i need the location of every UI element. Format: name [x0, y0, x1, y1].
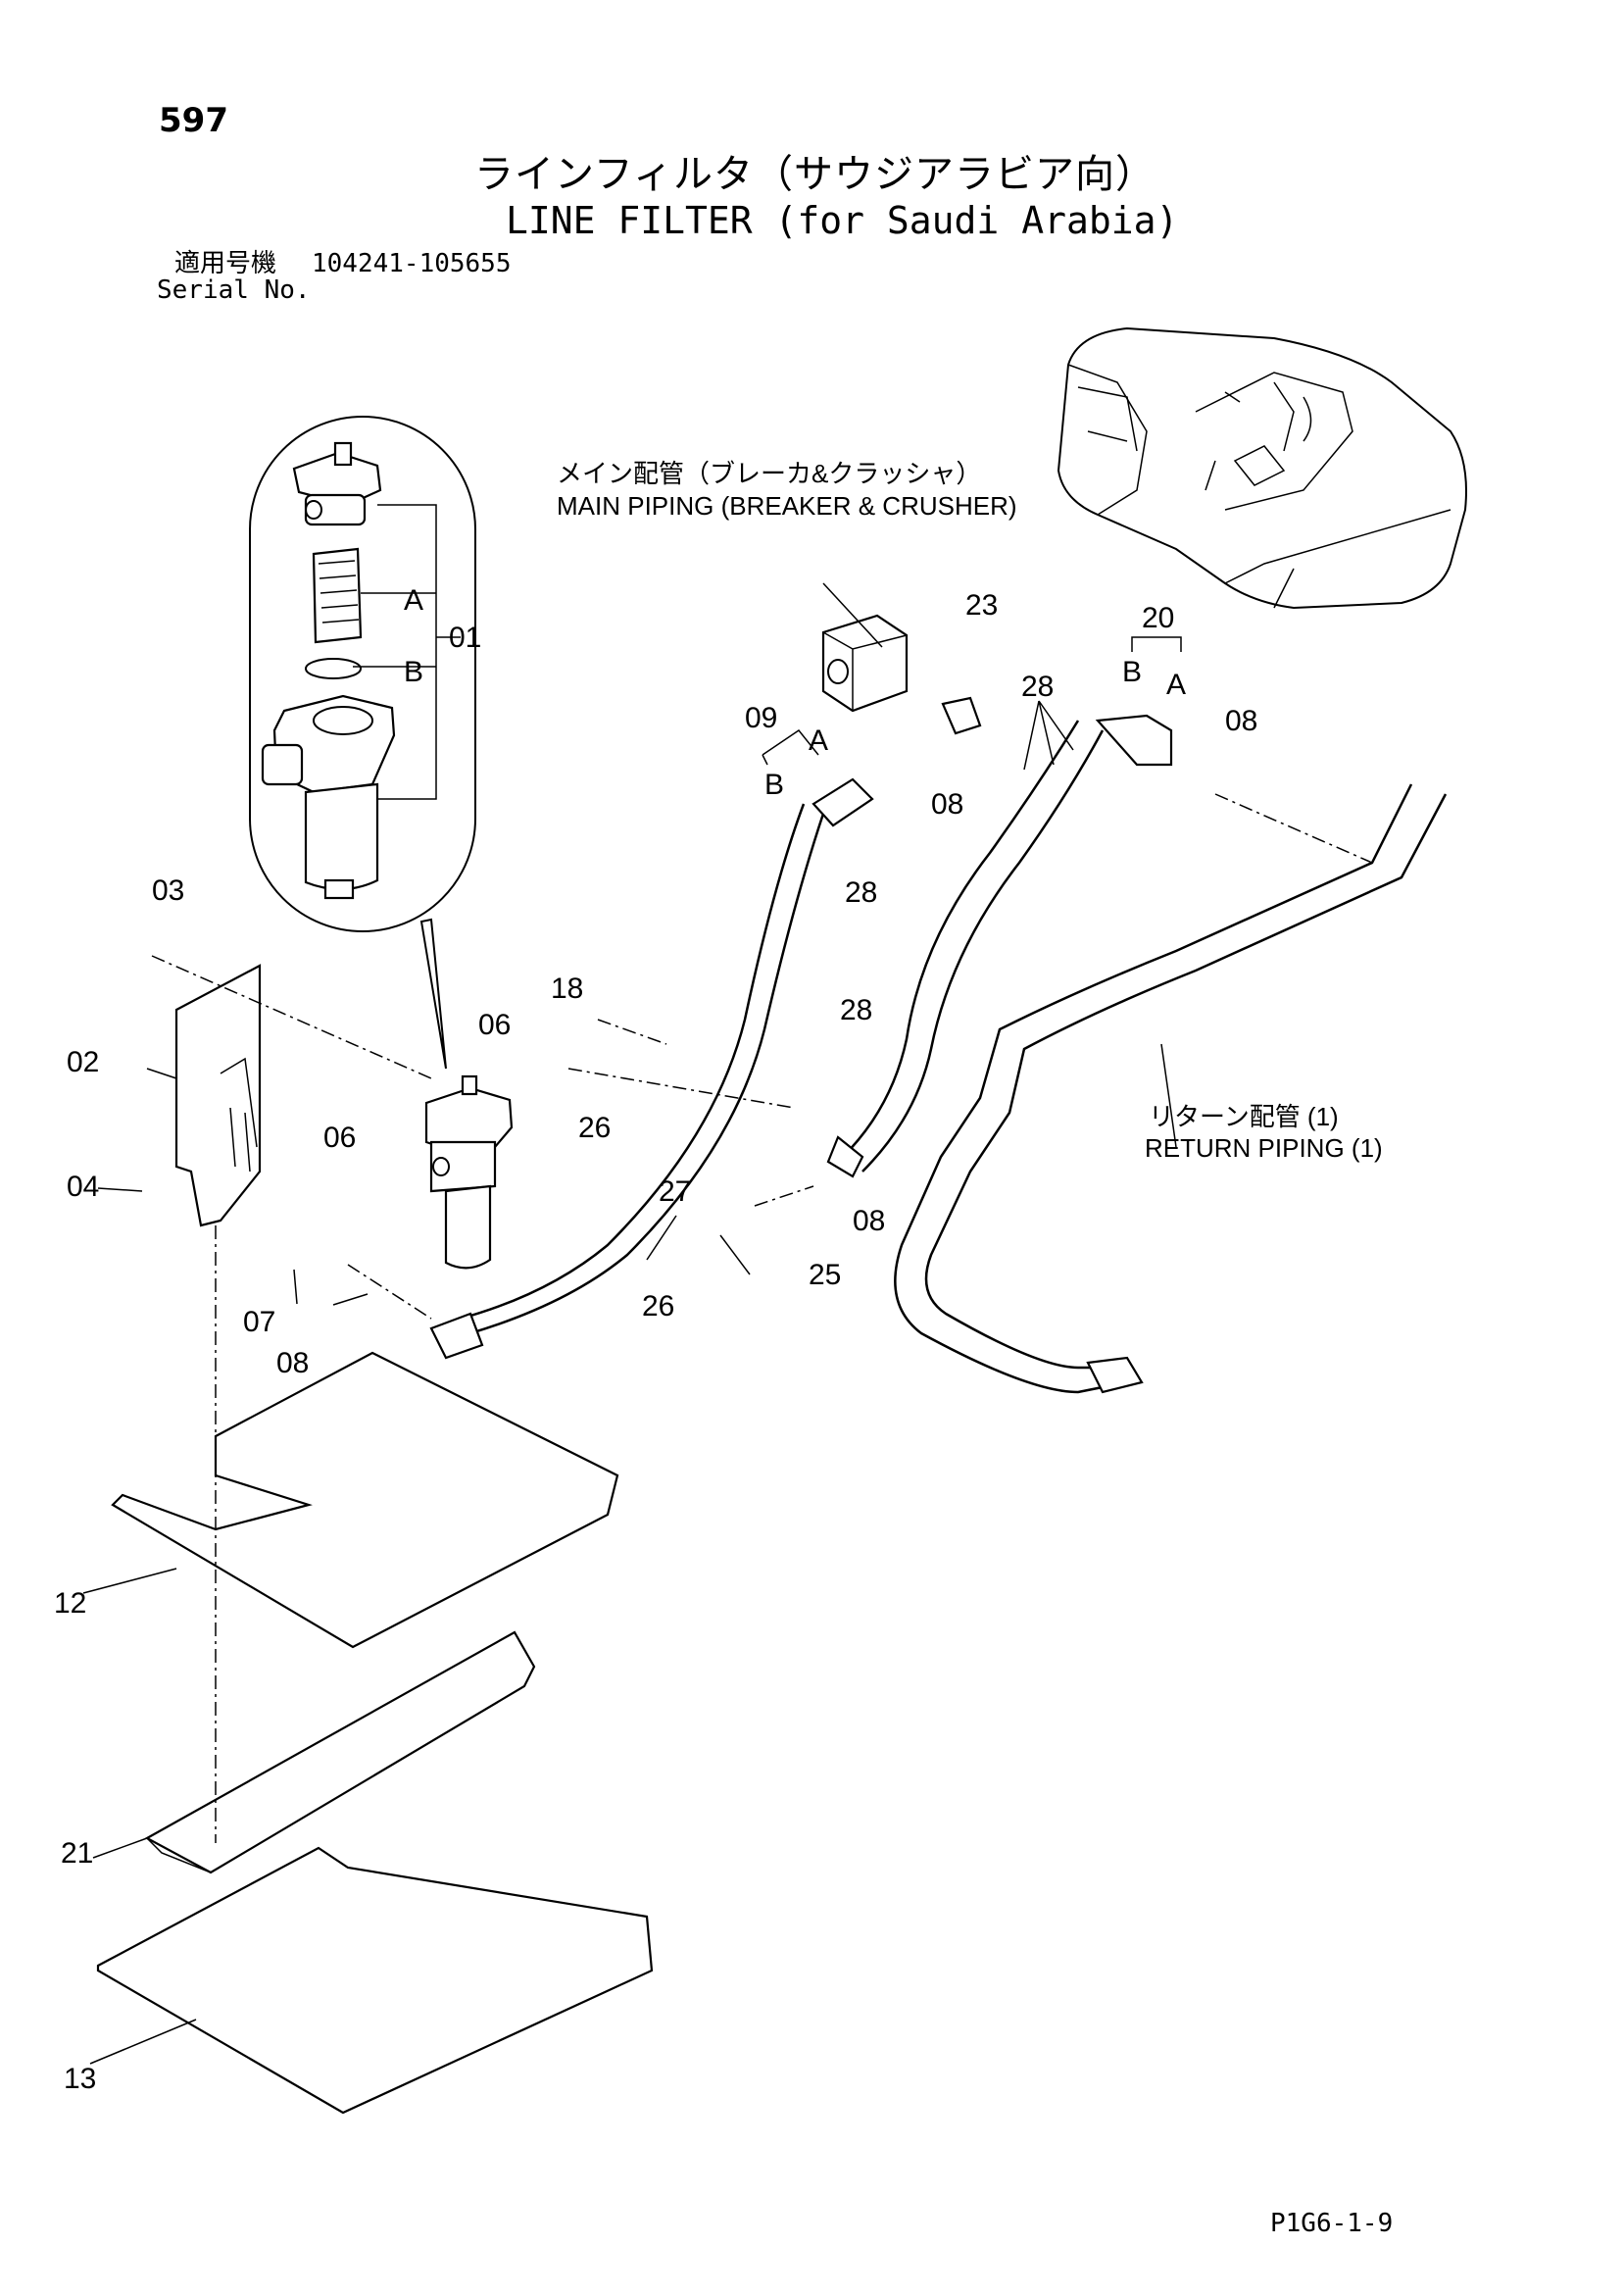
callout-18: 18	[551, 973, 583, 1005]
title-english: LINE FILTER (for Saudi Arabia)	[506, 199, 1179, 242]
callout-27: 27	[659, 1175, 691, 1208]
callout-01: 01	[449, 622, 481, 654]
callout-09: 09	[745, 702, 777, 734]
return-piping	[894, 783, 1448, 1394]
footer-code: P1G6-1-9	[1270, 2209, 1394, 2238]
callout-02: 02	[67, 1046, 99, 1078]
callout-21: 21	[61, 1837, 93, 1870]
callout-sub-b: B	[764, 769, 784, 801]
callout-sub-a: A	[809, 724, 828, 757]
callout-08: 08	[931, 788, 963, 821]
hoses	[429, 714, 1173, 1360]
callout-26: 26	[642, 1290, 674, 1323]
part-callouts: 01 A B 02 03 04 06 06 07 08 08 08 08 09 …	[54, 584, 1257, 2095]
callout-sub-a: A	[1166, 669, 1186, 701]
machine-overview-illustration	[1057, 326, 1467, 610]
title-japanese: ラインフィルタ（サウジアラビア向）	[474, 152, 1156, 197]
floor-plates	[96, 1351, 654, 2115]
callout-20: 20	[1142, 602, 1174, 634]
callout-28: 28	[1021, 671, 1054, 703]
callout-13: 13	[64, 2063, 96, 2095]
callout-03: 03	[152, 874, 184, 907]
piping-annotations: メイン配管（ブレーカ&クラッシャ） MAIN PIPING (BREAKER &…	[557, 459, 1383, 1163]
callout-08: 08	[1225, 705, 1257, 737]
line-filter-assembly	[424, 1074, 514, 1270]
main-piping-label-ja: メイン配管（ブレーカ&クラッシャ）	[557, 459, 981, 488]
callout-sub-a: A	[404, 584, 423, 617]
callout-04: 04	[67, 1171, 99, 1203]
callout-06: 06	[323, 1122, 356, 1154]
callout-08: 08	[853, 1205, 885, 1237]
callout-28: 28	[845, 876, 877, 909]
callout-sub-b: B	[1122, 656, 1142, 688]
callout-25: 25	[809, 1259, 841, 1291]
callout-06: 06	[478, 1009, 511, 1041]
return-piping-label-ja: リターン配管 (1)	[1149, 1102, 1339, 1131]
serial-range: 104241-105655	[312, 249, 512, 278]
callout-26: 26	[578, 1112, 611, 1144]
callout-sub-b: B	[404, 656, 423, 688]
line-filter-detail-inset	[249, 416, 476, 1070]
main-piping-label-en: MAIN PIPING (BREAKER & CRUSHER)	[557, 491, 1017, 521]
main-piping-valve-block	[821, 614, 982, 735]
callout-08: 08	[276, 1347, 309, 1379]
callout-12: 12	[54, 1587, 86, 1620]
callout-28: 28	[840, 994, 872, 1026]
return-piping-label-en: RETURN PIPING (1)	[1145, 1133, 1383, 1163]
serial-label-japanese: 適用号機	[174, 249, 277, 278]
page-number: 597	[159, 101, 228, 140]
serial-label-english: Serial No.	[157, 275, 311, 305]
assembly-center-lines	[151, 793, 1373, 1843]
callout-23: 23	[965, 589, 998, 622]
leader-lines	[82, 582, 1182, 2065]
mounting-bracket	[174, 964, 262, 1227]
callout-07: 07	[243, 1306, 275, 1338]
